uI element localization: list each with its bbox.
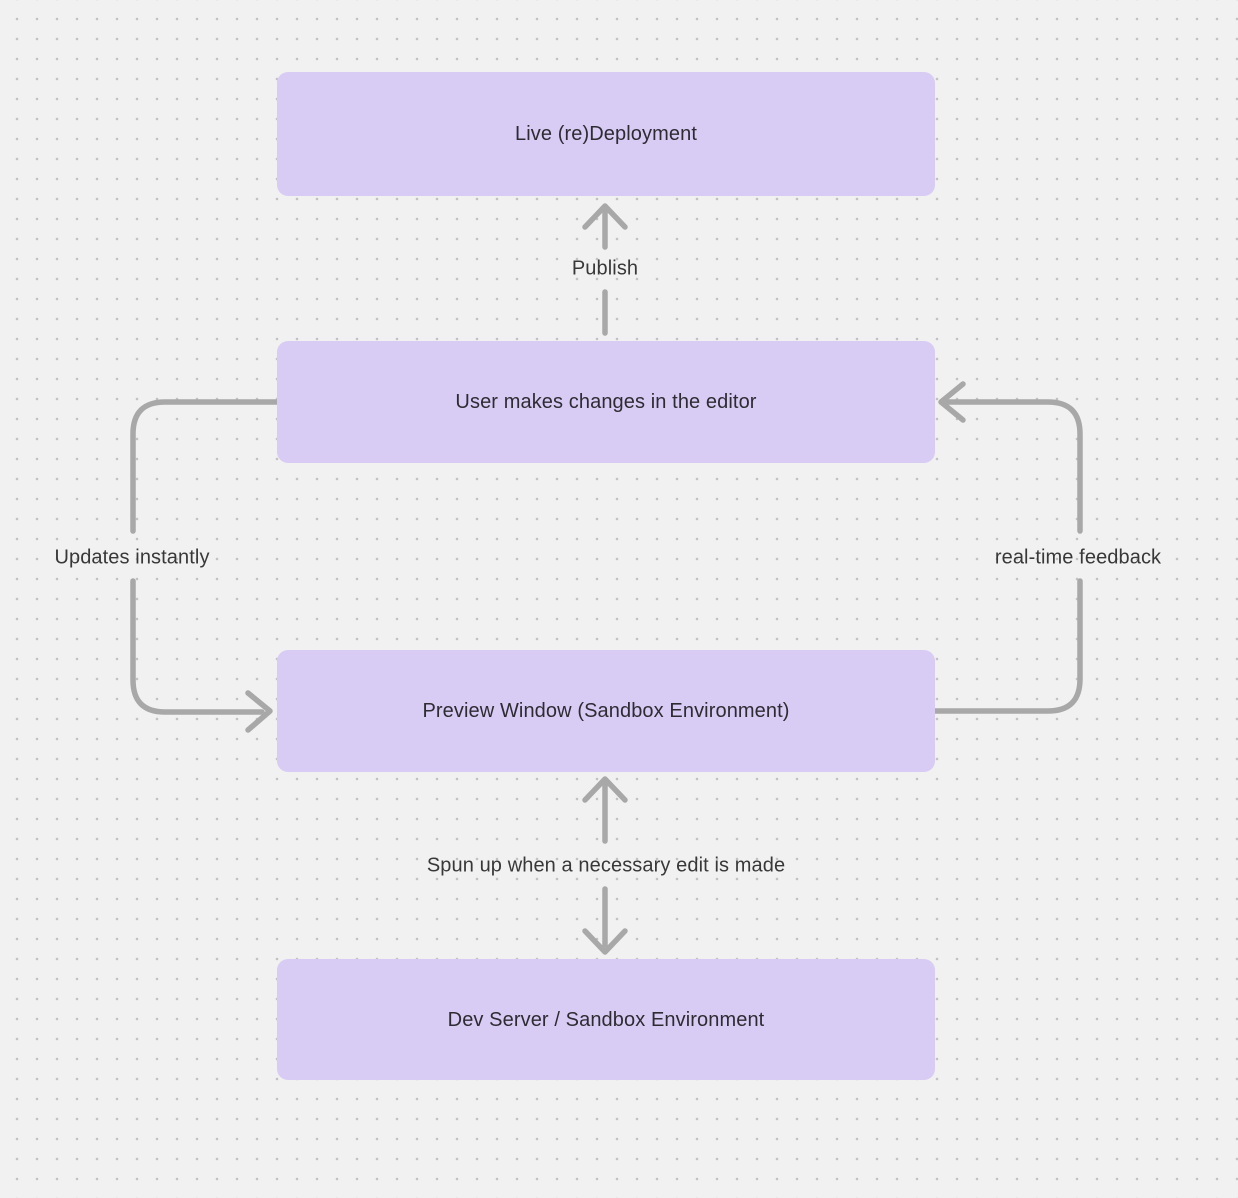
arrowhead-up-icon — [582, 776, 628, 803]
node-preview-window: Preview Window (Sandbox Environment) — [277, 650, 935, 772]
node-live-deployment: Live (re)Deployment — [277, 72, 935, 196]
arrowhead-down-icon — [582, 928, 628, 955]
edge-label-spun-up: Spun up when a necessary edit is made — [426, 854, 786, 877]
spinup-arrow-up — [582, 776, 628, 844]
arrowhead-right-icon — [245, 690, 273, 733]
edge-label-publish: Publish — [571, 257, 639, 280]
spinup-arrow-down — [582, 886, 628, 955]
arrowhead-left-icon — [938, 381, 966, 423]
node-editor-changes: User makes changes in the editor — [277, 341, 935, 463]
edge-label-realtime-feedback: real-time feedback — [994, 546, 1162, 569]
arrowhead-up-icon — [582, 203, 628, 230]
edge-label-updates-instantly: Updates instantly — [54, 546, 210, 569]
node-dev-server: Dev Server / Sandbox Environment — [277, 959, 935, 1080]
